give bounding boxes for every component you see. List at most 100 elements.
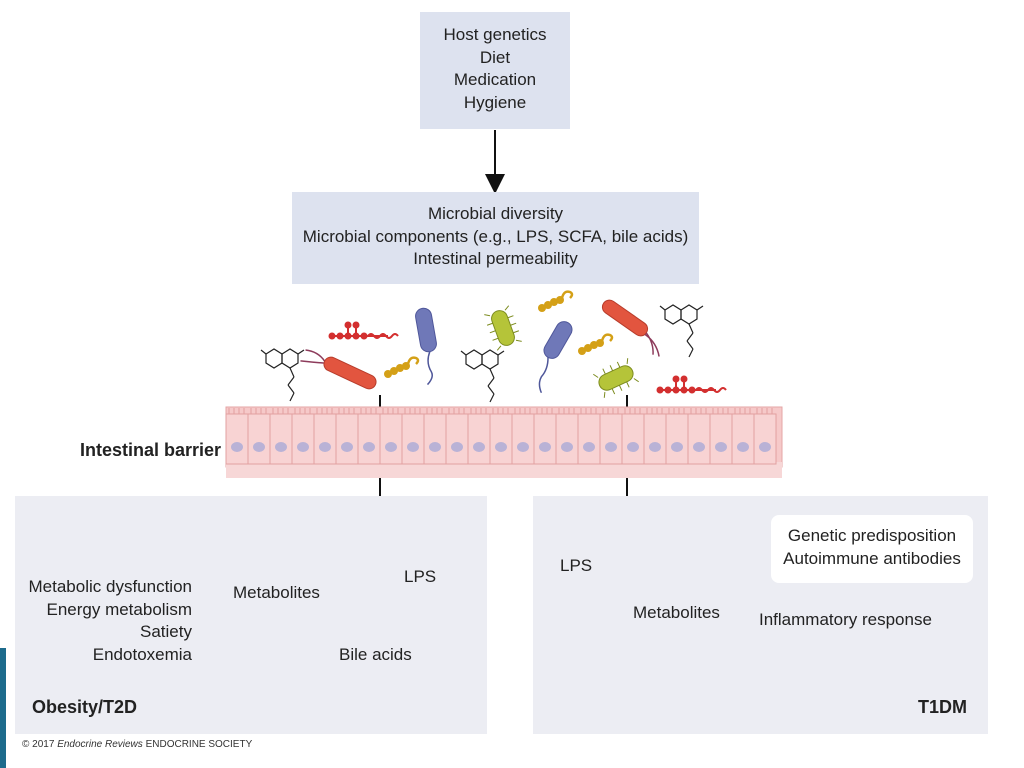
cell-nucleus — [737, 442, 749, 452]
cell-nucleus — [759, 442, 771, 452]
metabolic-effects-list: Metabolic dysfunction Energy metabolism … — [20, 576, 192, 666]
cell-nucleus — [561, 442, 573, 452]
intestinal-barrier-label: Intestinal barrier — [80, 440, 222, 460]
cell-nucleus — [297, 442, 309, 452]
cell-nucleus — [341, 442, 353, 452]
microbiome-box: Microbial diversity Microbial components… — [292, 192, 699, 284]
right-metabolites-label: Metabolites — [633, 603, 720, 622]
bile-acids-label: Bile acids — [339, 645, 412, 664]
genetic-predisposition: Genetic predisposition — [787, 526, 957, 545]
effect-satiety: Satiety — [140, 622, 192, 641]
cell-nucleus — [649, 442, 661, 452]
factor-hygiene: Hygiene — [463, 92, 527, 112]
epithelial-cell — [247, 413, 271, 465]
epithelial-cell — [577, 413, 601, 465]
microvilli — [734, 408, 751, 414]
epithelial-cell — [313, 413, 337, 465]
microvilli — [712, 408, 729, 414]
microvilli — [514, 408, 531, 414]
microvilli — [558, 408, 575, 414]
microvilli — [448, 408, 465, 414]
epithelial-cell — [467, 413, 491, 465]
journal-name: Endocrine Reviews — [57, 739, 143, 750]
effect-endotoxemia: Endotoxemia — [92, 644, 192, 664]
epithelial-cell — [753, 413, 777, 465]
microvilli — [426, 408, 443, 414]
cell-nucleus — [583, 442, 595, 452]
cell-nucleus — [715, 442, 727, 452]
microbial-components: Microbial components (e.g., LPS, SCFA, b… — [302, 226, 689, 246]
effect-energy-metabolism: Energy metabolism — [46, 599, 192, 619]
microvilli — [360, 408, 377, 414]
cell-nucleus — [363, 442, 375, 452]
cell-nucleus — [495, 442, 507, 452]
epithelial-cell — [731, 413, 755, 465]
microvilli — [668, 408, 685, 414]
microvilli — [272, 408, 289, 414]
microvilli — [492, 408, 509, 414]
cell-nucleus — [253, 442, 265, 452]
microvilli — [756, 408, 773, 414]
microvilli — [294, 408, 311, 414]
cell-nucleus — [517, 442, 529, 452]
cell-nucleus — [275, 442, 287, 452]
microbial-diversity: Microbial diversity — [427, 204, 564, 223]
factor-medication: Medication — [453, 70, 537, 89]
cell-nucleus — [231, 442, 243, 452]
epithelial-cell — [291, 413, 315, 465]
epithelial-cell — [621, 413, 645, 465]
epithelial-cell — [555, 413, 579, 465]
inflammatory-response-label: Inflammatory response — [759, 610, 932, 629]
epithelial-cell — [357, 413, 381, 465]
obesity-t2d-title: Obesity/T2D — [32, 697, 138, 717]
cell-nucleus — [693, 442, 705, 452]
epithelial-cell — [335, 413, 359, 465]
factor-host-genetics: Host genetics — [443, 25, 547, 44]
microvilli — [646, 408, 663, 414]
microvilli — [250, 408, 267, 414]
epithelial-cell — [445, 413, 469, 465]
factors-box: Host genetics Diet Medication Hygiene — [420, 12, 570, 129]
cell-nucleus — [429, 442, 441, 452]
microvilli — [404, 408, 421, 414]
right-lps-label: LPS — [560, 556, 593, 575]
epithelial-cell — [665, 413, 689, 465]
microvilli — [338, 408, 355, 414]
epithelial-cell — [423, 413, 447, 465]
left-lps-label: LPS — [404, 567, 437, 586]
t1dm-title: T1DM — [918, 697, 967, 717]
cell-nucleus — [671, 442, 683, 452]
microvilli — [228, 408, 245, 414]
cell-nucleus — [451, 442, 463, 452]
intestinal-barrier — [225, 406, 783, 478]
epithelial-cell — [511, 413, 535, 465]
obesity-t2d-panel — [15, 496, 487, 734]
epithelial-cell — [599, 413, 623, 465]
left-metabolites-label: Metabolites — [233, 583, 320, 602]
factor-diet: Diet — [479, 47, 511, 67]
epithelial-cell — [643, 413, 667, 465]
epithelial-cell — [533, 413, 557, 465]
cell-nucleus — [385, 442, 397, 452]
autoimmune-antibodies: Autoimmune antibodies — [783, 548, 961, 568]
microvilli — [316, 408, 333, 414]
cell-nucleus — [473, 442, 485, 452]
epithelial-cell — [709, 413, 733, 465]
microbes — [300, 299, 660, 398]
copyright-prefix: © 2017 — [22, 739, 55, 750]
cell-nucleus — [605, 442, 617, 452]
microvilli — [602, 408, 619, 414]
epithelial-cell — [401, 413, 425, 465]
microvilli — [624, 408, 641, 414]
epithelial-cell — [379, 413, 403, 465]
epithelial-cell — [687, 413, 711, 465]
microvilli — [470, 408, 487, 414]
microvilli — [690, 408, 707, 414]
microvilli — [536, 408, 553, 414]
epithelial-cell — [489, 413, 513, 465]
society-name: ENDOCRINE SOCIETY — [145, 739, 253, 750]
microvilli — [580, 408, 597, 414]
cell-nucleus — [539, 442, 551, 452]
effect-metabolic-dysfunction: Metabolic dysfunction — [28, 577, 192, 596]
